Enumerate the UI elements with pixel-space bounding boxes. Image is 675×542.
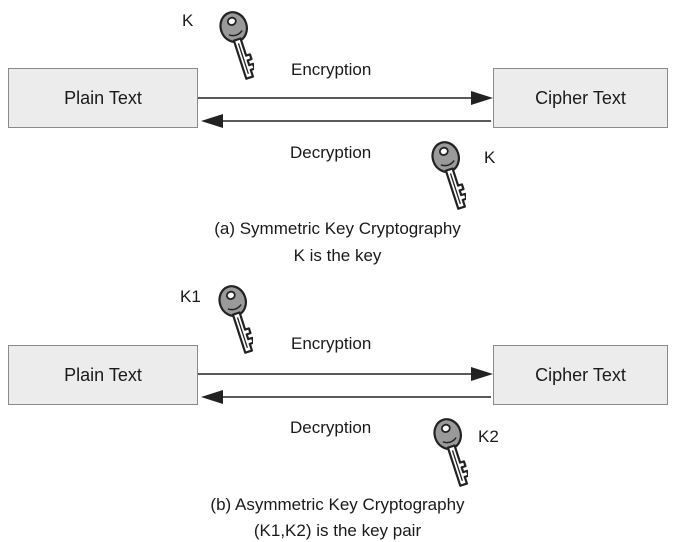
asymmetric-plain-text-box: Plain Text (8, 345, 198, 405)
asymmetric-cipher-text-box: Cipher Text (493, 345, 668, 405)
asymmetric-caption-subtitle: (K1,K2) is the key pair (253, 521, 422, 540)
key-icon (428, 417, 468, 489)
asymmetric-cipher-text-label: Cipher Text (535, 364, 626, 385)
symmetric-caption-title: (a) Symmetric Key Cryptography (214, 219, 461, 238)
symmetric-plain-text-label: Plain Text (64, 87, 142, 108)
symmetric-plain-text-box: Plain Text (8, 68, 198, 128)
symmetric-decryption-label: Decryption (290, 143, 372, 162)
key-icon (214, 10, 254, 82)
asymmetric-caption-title: (b) Asymmetric Key Cryptography (210, 495, 465, 514)
symmetric-caption-subtitle: K is the key (293, 246, 382, 265)
symmetric-cipher-text-label: Cipher Text (535, 87, 626, 108)
asymmetric-encryption-arrow (198, 367, 493, 381)
asymmetric-decryption-label: Decryption (290, 418, 372, 437)
symmetric-decryption-key-label: K (484, 148, 496, 167)
symmetric-encryption-key-label: K (182, 11, 194, 30)
symmetric-cipher-text-box: Cipher Text (493, 68, 668, 128)
symmetric-encryption-arrow (198, 91, 493, 105)
asymmetric-decryption-arrow (201, 390, 491, 404)
asymmetric-encryption-label: Encryption (291, 334, 372, 353)
symmetric-decryption-arrow (201, 114, 491, 128)
key-icon (426, 140, 466, 212)
asymmetric-plain-text-label: Plain Text (64, 364, 142, 385)
symmetric-encryption-label: Encryption (291, 60, 372, 79)
key-icon (213, 284, 253, 356)
asymmetric-encryption-key-label: K1 (180, 287, 201, 306)
asymmetric-decryption-key-label: K2 (478, 427, 499, 446)
